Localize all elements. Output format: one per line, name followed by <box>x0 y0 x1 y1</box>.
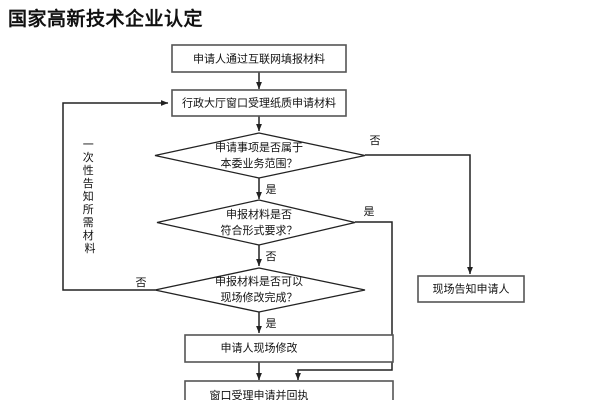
node-n1-label: 申请人通过互联网填报材料 <box>193 52 325 66</box>
node-d1-label-line2: 本委业务范围？ <box>221 156 298 170</box>
edge-label-d3-no: 否 <box>136 276 147 289</box>
node-n4-label: 申请人现场修改 <box>221 341 298 355</box>
node-n2-label: 行政大厅窗口受理纸质申请材料 <box>182 96 336 110</box>
node-n3-inform-applicant-onsite[interactable]: 现场告知申请人 <box>417 275 525 303</box>
connector-d1-no-to-n3 <box>365 154 473 275</box>
node-d1-label-line1: 申请事项是否属于 <box>215 141 303 154</box>
node-d2-decision-format[interactable]: 申报材料是否 符合形式要求？ <box>156 199 356 246</box>
annotation-feedback-loop-vertical: 一 次 性 告 知 所 需 材 料 <box>83 138 98 255</box>
node-n2-window-accept-paper[interactable]: 行政大厅窗口受理纸质申请材料 <box>171 89 347 117</box>
node-d3-shape <box>154 267 366 313</box>
edge-label-d2-yes: 是 <box>364 205 375 218</box>
connector-d3-no-feedback-to-n2 <box>62 100 169 291</box>
node-d3-label-line1: 申报材料是否可以 <box>215 274 303 288</box>
node-d2-label-line2: 符合形式要求？ <box>221 223 298 237</box>
edge-label-d2-no: 否 <box>266 250 277 263</box>
node-n1-shape <box>171 44 347 73</box>
node-n4-shape <box>184 334 394 363</box>
node-d2-shape <box>156 199 356 246</box>
node-n3-shape <box>417 275 525 303</box>
node-d1-shape <box>154 132 366 179</box>
node-d3-decision-onsite-fix[interactable]: 申报材料是否可以 现场修改完成？ <box>154 267 366 313</box>
edge-label-d1-no: 否 <box>370 134 381 147</box>
edge-label-d1-yes: 是 <box>266 183 277 196</box>
node-n4-applicant-onsite-revision[interactable]: 申请人现场修改 <box>184 334 394 363</box>
node-n3-label: 现场告知申请人 <box>433 282 510 296</box>
node-n5-shape <box>184 380 394 400</box>
node-d1-decision-scope[interactable]: 申请事项是否属于 本委业务范围？ <box>154 132 366 179</box>
node-n5-label: 窗口受理申请并回执 <box>210 388 309 400</box>
node-d3-label-line2: 现场修改完成？ <box>221 290 298 304</box>
node-n2-shape <box>171 89 347 117</box>
node-n5-window-accept-receipt[interactable]: 窗口受理申请并回执 <box>184 380 394 400</box>
connector-d2-yes-to-n5 <box>295 221 393 381</box>
node-d2-label-line1: 申报材料是否 <box>226 207 292 221</box>
edge-label-d3-yes: 是 <box>266 317 277 330</box>
node-n1-apply-online[interactable]: 申请人通过互联网填报材料 <box>171 44 347 73</box>
page-title: 国家高新技术企业认定 <box>8 8 204 30</box>
